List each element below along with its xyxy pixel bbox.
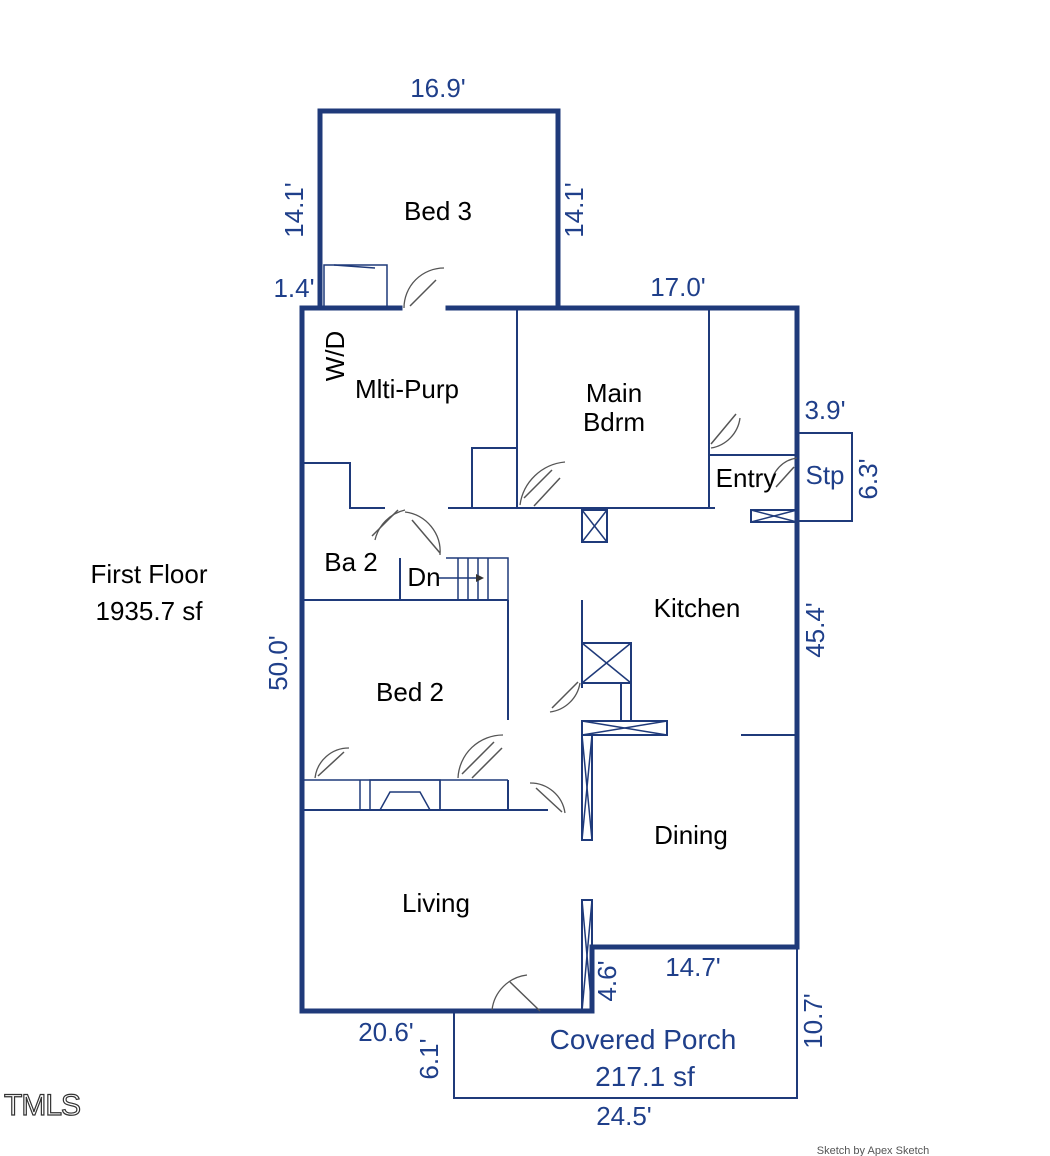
room-dining-label: Dining [654, 820, 728, 850]
room-bath2-label: Ba 2 [324, 547, 378, 577]
room-main-bdrm-label-line1: Main [586, 378, 642, 408]
porch-name-label: Covered Porch [550, 1024, 737, 1055]
tmls-logo: TMLS [4, 1089, 80, 1122]
room-bed2-label: Bed 2 [376, 677, 444, 707]
dim-bed3-right: 14.1' [559, 182, 589, 238]
doors [314, 267, 798, 1012]
room-main-bdrm-label-line2: Bdrm [583, 407, 645, 437]
room-stoop-label: Stp [805, 460, 844, 490]
room-bed3-label: Bed 3 [404, 196, 472, 226]
room-multi-purpose-label: Mlti-Purp [355, 374, 459, 404]
dim-stoop-width: 3.9' [804, 395, 845, 425]
dim-porch-right: 10.7' [798, 993, 828, 1049]
dim-top-right: 17.0' [650, 272, 706, 302]
interior-walls [302, 264, 798, 1012]
room-entry-label: Entry [716, 463, 777, 493]
floor-area: 1935.7 sf [96, 596, 204, 626]
stoop-outline [797, 432, 853, 522]
dim-stoop-depth: 6.3' [853, 458, 883, 499]
porch-area-label: 217.1 sf [595, 1061, 695, 1092]
sketch-credit: Sketch by Apex Sketch [817, 1145, 930, 1156]
dim-right-side: 45.4' [800, 602, 830, 658]
dim-porch-left: 6.1' [414, 1038, 444, 1079]
dim-bottom-left: 20.6' [358, 1017, 414, 1047]
room-living-label: Living [402, 888, 470, 918]
room-kitchen-label: Kitchen [654, 593, 741, 623]
dim-porch-bottom: 24.5' [596, 1101, 652, 1131]
dim-porch-top: 14.7' [665, 952, 721, 982]
dim-offset-left: 1.4' [273, 273, 314, 303]
room-wd-label: W/D [320, 331, 350, 382]
dim-bed3-left: 14.1' [279, 182, 309, 238]
dim-bed3-width: 16.9' [410, 73, 466, 103]
floor-name: First Floor [91, 559, 208, 589]
dim-porch-notch: 4.6' [592, 960, 622, 1001]
stairs-down-label: Dn [407, 562, 440, 592]
porch-outline [453, 946, 798, 1099]
dim-left-side: 50.0' [263, 635, 293, 691]
